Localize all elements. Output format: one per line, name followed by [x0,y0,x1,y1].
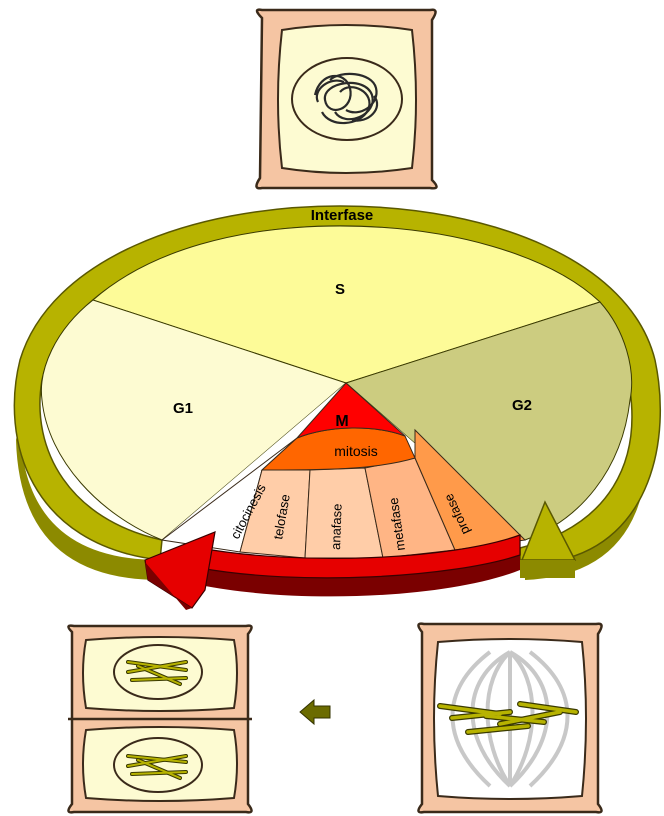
left-arrow-icon [300,700,330,724]
interphase-cell-icon [256,10,436,189]
anafase-label: anafase [328,503,345,550]
g1-label: G1 [173,400,193,417]
divided-cells-icon [68,626,252,813]
mitosis-label: mitosis [334,443,378,459]
s-label: S [335,281,345,298]
metaphase-cell-icon [418,624,601,813]
m-label: M [335,413,348,430]
interfase-label: Interfase [311,207,374,224]
g2-label: G2 [512,397,532,414]
